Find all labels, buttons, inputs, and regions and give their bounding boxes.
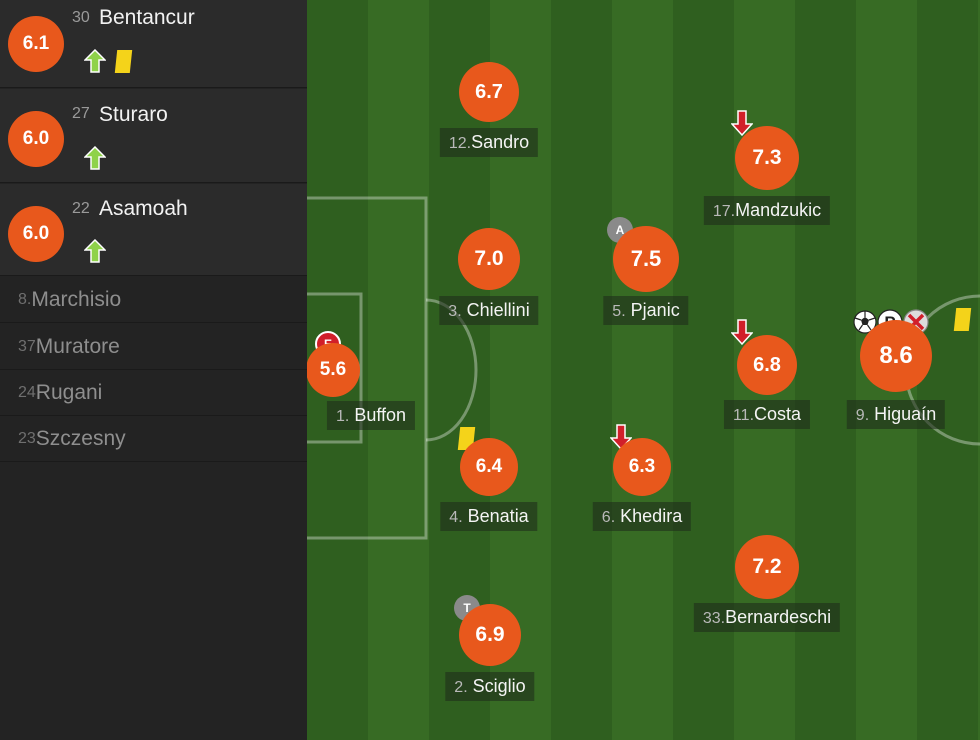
player-name: Sturaro xyxy=(99,103,168,126)
rating-badge: 7.3 xyxy=(735,126,799,190)
sub-out-arrow-icon xyxy=(731,319,753,345)
player-name: Khedira xyxy=(620,506,683,526)
player-name: Costa xyxy=(754,404,802,424)
player-number: 5. xyxy=(612,303,626,320)
player-number: 1. xyxy=(335,408,350,425)
substitute-row[interactable]: 6.1 30 Bentancur xyxy=(0,0,307,88)
bench-row[interactable]: 23 Szczesny xyxy=(0,416,307,462)
rating-badge: 6.3 xyxy=(613,438,671,496)
player-number: 17. xyxy=(712,203,736,220)
player-name: Sciglio xyxy=(472,676,526,696)
player-costa[interactable]: 6.8 11.Costa xyxy=(723,319,811,429)
player-higuain[interactable]: P 8.6 9. Higuaín xyxy=(846,308,972,429)
sub-in-arrow-icon xyxy=(84,146,106,170)
player-buffon[interactable]: E 5.6 1. Buffon xyxy=(307,331,416,430)
player-name: Chiellini xyxy=(466,300,530,320)
player-name: Rugani xyxy=(35,380,103,404)
player-label: 2. Sciglio xyxy=(445,672,535,701)
rating-badge: 7.5 xyxy=(613,226,679,292)
substitute-row[interactable]: 6.0 22 Asamoah xyxy=(0,184,307,276)
rating-badge: 6.8 xyxy=(737,335,797,395)
yellow-card-icon xyxy=(114,49,133,73)
player-label: 33.Bernardeschi xyxy=(693,603,841,632)
player-label: 17.Mandzukic xyxy=(703,196,831,225)
player-name: Szczesny xyxy=(35,426,126,450)
player-name: Sandro xyxy=(471,132,530,152)
player-number: 8. xyxy=(18,290,32,308)
player-label: 11.Costa xyxy=(723,400,811,429)
yellow-card-icon xyxy=(953,308,972,331)
sub-out-arrow-icon xyxy=(731,110,753,136)
event-icons xyxy=(84,146,106,170)
player-name: Muratore xyxy=(35,334,120,358)
player-number: 30 xyxy=(72,9,90,26)
rating-badge: 5.6 xyxy=(307,343,360,397)
event-icons xyxy=(84,49,133,73)
player-sandro[interactable]: 6.7 12.Sandro xyxy=(439,62,539,157)
player-pjanic[interactable]: A 7.5 5. Pjanic xyxy=(603,217,689,325)
player-name: Pjanic xyxy=(630,300,680,320)
pitch: 6.7 12.Sandro 7.0 3. Chiellini 6.4 4. Be… xyxy=(307,0,980,740)
rating-badge: 6.9 xyxy=(459,604,521,666)
player-number: 6. xyxy=(601,509,616,526)
player-label: 1. Buffon xyxy=(326,401,416,430)
player-number: 37 xyxy=(18,337,36,355)
player-label: 12.Sandro xyxy=(439,128,539,157)
sidebar: 6.1 30 Bentancur 6.0 27 Sturaro 6.0 22 A… xyxy=(0,0,307,740)
player-label: 9. Higuaín xyxy=(846,400,946,429)
bench-row[interactable]: 24 Rugani xyxy=(0,370,307,416)
rating-badge: 6.1 xyxy=(8,16,64,72)
player-bernardeschi[interactable]: 7.2 33.Bernardeschi xyxy=(693,535,841,632)
player-number: 24 xyxy=(18,383,36,401)
player-name: Mandzukic xyxy=(735,200,822,220)
player-number: 9. xyxy=(855,407,870,424)
sub-in-arrow-icon xyxy=(84,49,106,73)
player-number: 3. xyxy=(448,303,462,320)
player-sciglio[interactable]: T 6.9 2. Sciglio xyxy=(445,595,535,701)
player-chiellini[interactable]: 7.0 3. Chiellini xyxy=(439,228,539,325)
player-name: Buffon xyxy=(354,405,407,425)
player-mandzukic[interactable]: 7.3 17.Mandzukic xyxy=(703,110,831,225)
player-number: 23 xyxy=(18,429,36,447)
rating-badge: 7.2 xyxy=(735,535,799,599)
rating-badge: 6.4 xyxy=(460,438,518,496)
rating-badge: 6.7 xyxy=(459,62,519,122)
player-number: 33. xyxy=(702,610,726,627)
player-label: 3. Chiellini xyxy=(439,296,539,325)
player-name: Asamoah xyxy=(99,197,188,220)
player-number: 4. xyxy=(449,509,463,526)
player-name: Higuaín xyxy=(874,404,937,424)
player-label: 5. Pjanic xyxy=(603,296,689,325)
player-name: Bentancur xyxy=(99,6,195,29)
rating-badge: 7.0 xyxy=(458,228,520,290)
player-number: 22 xyxy=(72,200,90,217)
event-icons xyxy=(84,239,106,263)
player-label: 4. Benatia xyxy=(440,502,538,531)
player-number: 12. xyxy=(448,135,472,152)
player-name: Bernardeschi xyxy=(725,607,832,627)
player-name: Marchisio xyxy=(31,287,122,311)
bench-row[interactable]: 37 Muratore xyxy=(0,324,307,370)
player-khedira[interactable]: 6.3 6. Khedira xyxy=(592,424,692,531)
player-label: 6. Khedira xyxy=(592,502,692,531)
player-benatia[interactable]: 6.4 4. Benatia xyxy=(440,427,538,531)
rating-badge: 6.0 xyxy=(8,111,64,167)
rating-badge: 6.0 xyxy=(8,206,64,262)
sub-in-arrow-icon xyxy=(84,239,106,263)
substitute-row[interactable]: 6.0 27 Sturaro xyxy=(0,89,307,183)
player-number: 2. xyxy=(454,679,468,696)
bench-row[interactable]: 8. Marchisio xyxy=(0,277,307,323)
player-number: 27 xyxy=(72,105,90,122)
player-name: Benatia xyxy=(467,506,529,526)
goal-ball-icon xyxy=(853,310,877,334)
player-number: 11. xyxy=(732,407,755,424)
rating-badge: 8.6 xyxy=(860,320,932,392)
